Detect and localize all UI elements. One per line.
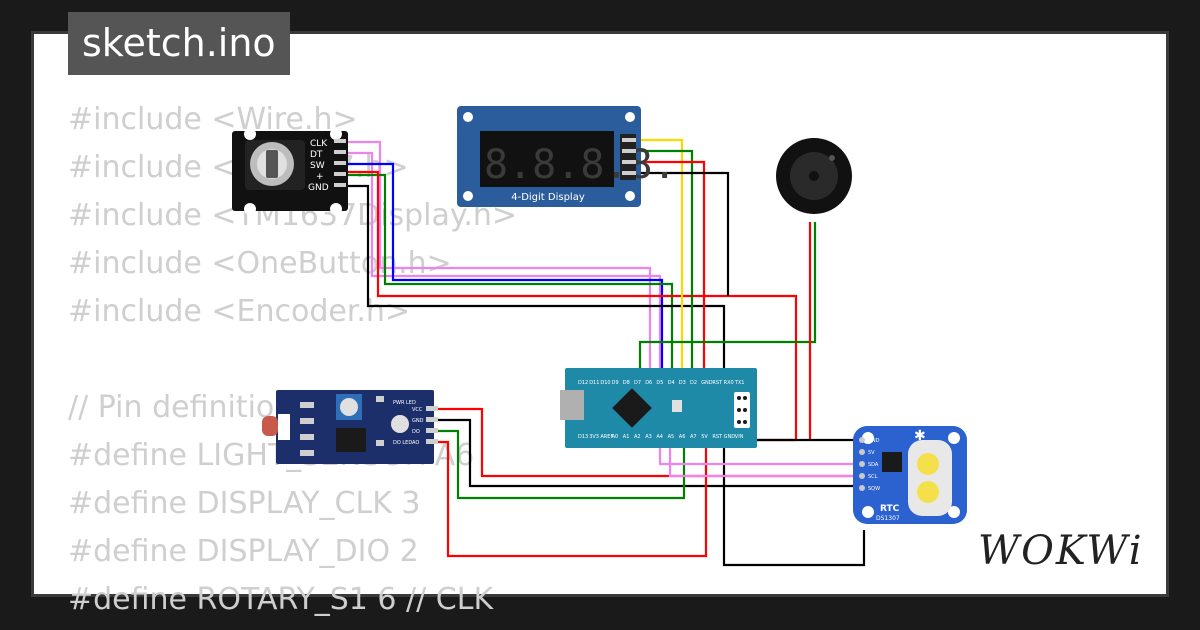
wire-display-vcc[interactable]: [636, 160, 706, 378]
nano-pin-label: D12: [578, 380, 588, 386]
wire-encoder-dt[interactable]: [346, 151, 662, 378]
nano-pin-label: AREF: [600, 434, 613, 440]
ldr-pin-label: AO: [412, 440, 419, 446]
nano-pin-label: TX1: [734, 380, 745, 386]
nano-pin-label: A4: [656, 434, 663, 440]
code-line: #define ROTARY_S1 6 // CLK: [68, 582, 494, 617]
wokwi-logo: WOKWi: [978, 528, 1144, 574]
code-line: #define DISPLAY_DIO 2: [68, 534, 419, 569]
nano-pin-label: RST: [712, 380, 723, 386]
rtc-module[interactable]: ✱ RTC DS1307 GND 5V SDA SCL SQW: [853, 426, 967, 524]
encoder-pin-label: GND: [308, 183, 329, 193]
wire-encoder-sw[interactable]: [346, 162, 664, 378]
nano-pin-label: GND: [724, 434, 736, 440]
code-line: #define DISPLAY_CLK 3: [68, 486, 421, 521]
nano-pin-label: A1: [623, 434, 630, 440]
nano-pin-label: D11: [589, 380, 599, 386]
ldr-led-label: DO LED: [393, 440, 412, 446]
comparator-chip: [336, 428, 366, 452]
wire-encoder-gnd[interactable]: [346, 184, 866, 567]
rtc-pin-label: GND: [868, 438, 880, 444]
rotary-encoder[interactable]: CLK DT SW + GND: [232, 128, 348, 215]
nano-pin-label: A5: [668, 434, 675, 440]
nano-pin-label: A0: [612, 434, 619, 440]
wire-encoder-vcc[interactable]: [346, 173, 674, 378]
nano-pin-label: D2: [690, 380, 697, 386]
photoresistor: [262, 416, 278, 436]
code-line: #include <OneButton.h>: [68, 246, 452, 281]
battery-holder: [908, 440, 952, 516]
rtc-pin-label: SDA: [868, 462, 879, 468]
rtc-chip-label: DS1307: [876, 515, 900, 522]
star-icon: ✱: [914, 428, 926, 444]
code-line: #include <Encoder.h>: [68, 294, 411, 329]
rtc-chip: [882, 452, 902, 472]
wire-ldr-ao[interactable]: [438, 440, 708, 558]
nano-pin-label: A6: [679, 434, 686, 440]
mcu-chip: [612, 388, 652, 428]
buzzer[interactable]: [776, 138, 852, 214]
ldr-led-label: PWR LED: [393, 400, 416, 406]
ldr-pin-label: GND: [412, 418, 424, 424]
wire-display-clk[interactable]: [636, 138, 684, 378]
potentiometer[interactable]: [340, 398, 358, 416]
nano-pin-label: D3: [679, 380, 686, 386]
nano-pin-label: D5: [656, 380, 663, 386]
nano-pin-label: VIN: [735, 434, 744, 440]
wire-rtc-scl[interactable]: [668, 442, 862, 478]
wire-ldr-do[interactable]: [438, 429, 686, 500]
wire-rtc-gnd[interactable]: [740, 438, 862, 442]
nano-pin-label: D10: [600, 380, 610, 386]
nano-pin-label: A2: [634, 434, 641, 440]
encoder-pin-label: DT: [310, 150, 323, 160]
wire-display-gnd[interactable]: [636, 171, 730, 296]
nano-pin-label: D7: [634, 380, 641, 386]
seven-segment-display[interactable]: 8.8.8.8. 4-Digit Display: [457, 106, 677, 207]
nano-pin-label: 5V: [701, 434, 708, 440]
display-label: 4-Digit Display: [511, 192, 585, 203]
wire-encoder-clk[interactable]: [346, 140, 652, 378]
encoder-pin-label: +: [316, 172, 324, 182]
rtc-pin-label: 5V: [868, 450, 875, 456]
wire-buzzer-pos[interactable]: [638, 222, 817, 378]
nano-pin-label: D13: [578, 434, 588, 440]
nano-pin-label: D6: [645, 380, 652, 386]
nano-pin-label: D4: [668, 380, 675, 386]
wire-ldr-gnd[interactable]: [438, 418, 862, 488]
rtc-label: RTC: [880, 504, 900, 514]
nano-pin-label: GND: [701, 380, 713, 386]
rtc-pin-label: SCL: [868, 474, 878, 480]
nano-pin-label: D8: [623, 380, 630, 386]
ldr-pin-label: VCC: [412, 407, 423, 413]
usb-connector: [560, 390, 584, 420]
encoder-pin-label: SW: [310, 161, 325, 171]
rtc-pin-label: SQW: [868, 486, 880, 492]
light-sensor-module[interactable]: PWR LED DO LED VCC GND DO AO: [262, 390, 438, 464]
reset-button[interactable]: [672, 400, 682, 412]
ldr-pin-label: DO: [412, 429, 420, 435]
display-digits: 8.8.8.8.: [484, 142, 677, 188]
nano-pin-label: RST: [712, 434, 723, 440]
page-title: sketch.ino: [68, 12, 290, 75]
nano-pin-label: RX0: [724, 380, 734, 386]
nano-pin-label: D9: [612, 380, 619, 386]
encoder-pin-label: CLK: [310, 139, 328, 149]
nano-pin-label: A7: [690, 434, 697, 440]
nano-pin-label: 3V3: [589, 434, 599, 440]
wire-rtc-sda[interactable]: [658, 442, 862, 466]
nano-pin-label: A3: [645, 434, 652, 440]
wire-display-dio[interactable]: [636, 149, 694, 378]
